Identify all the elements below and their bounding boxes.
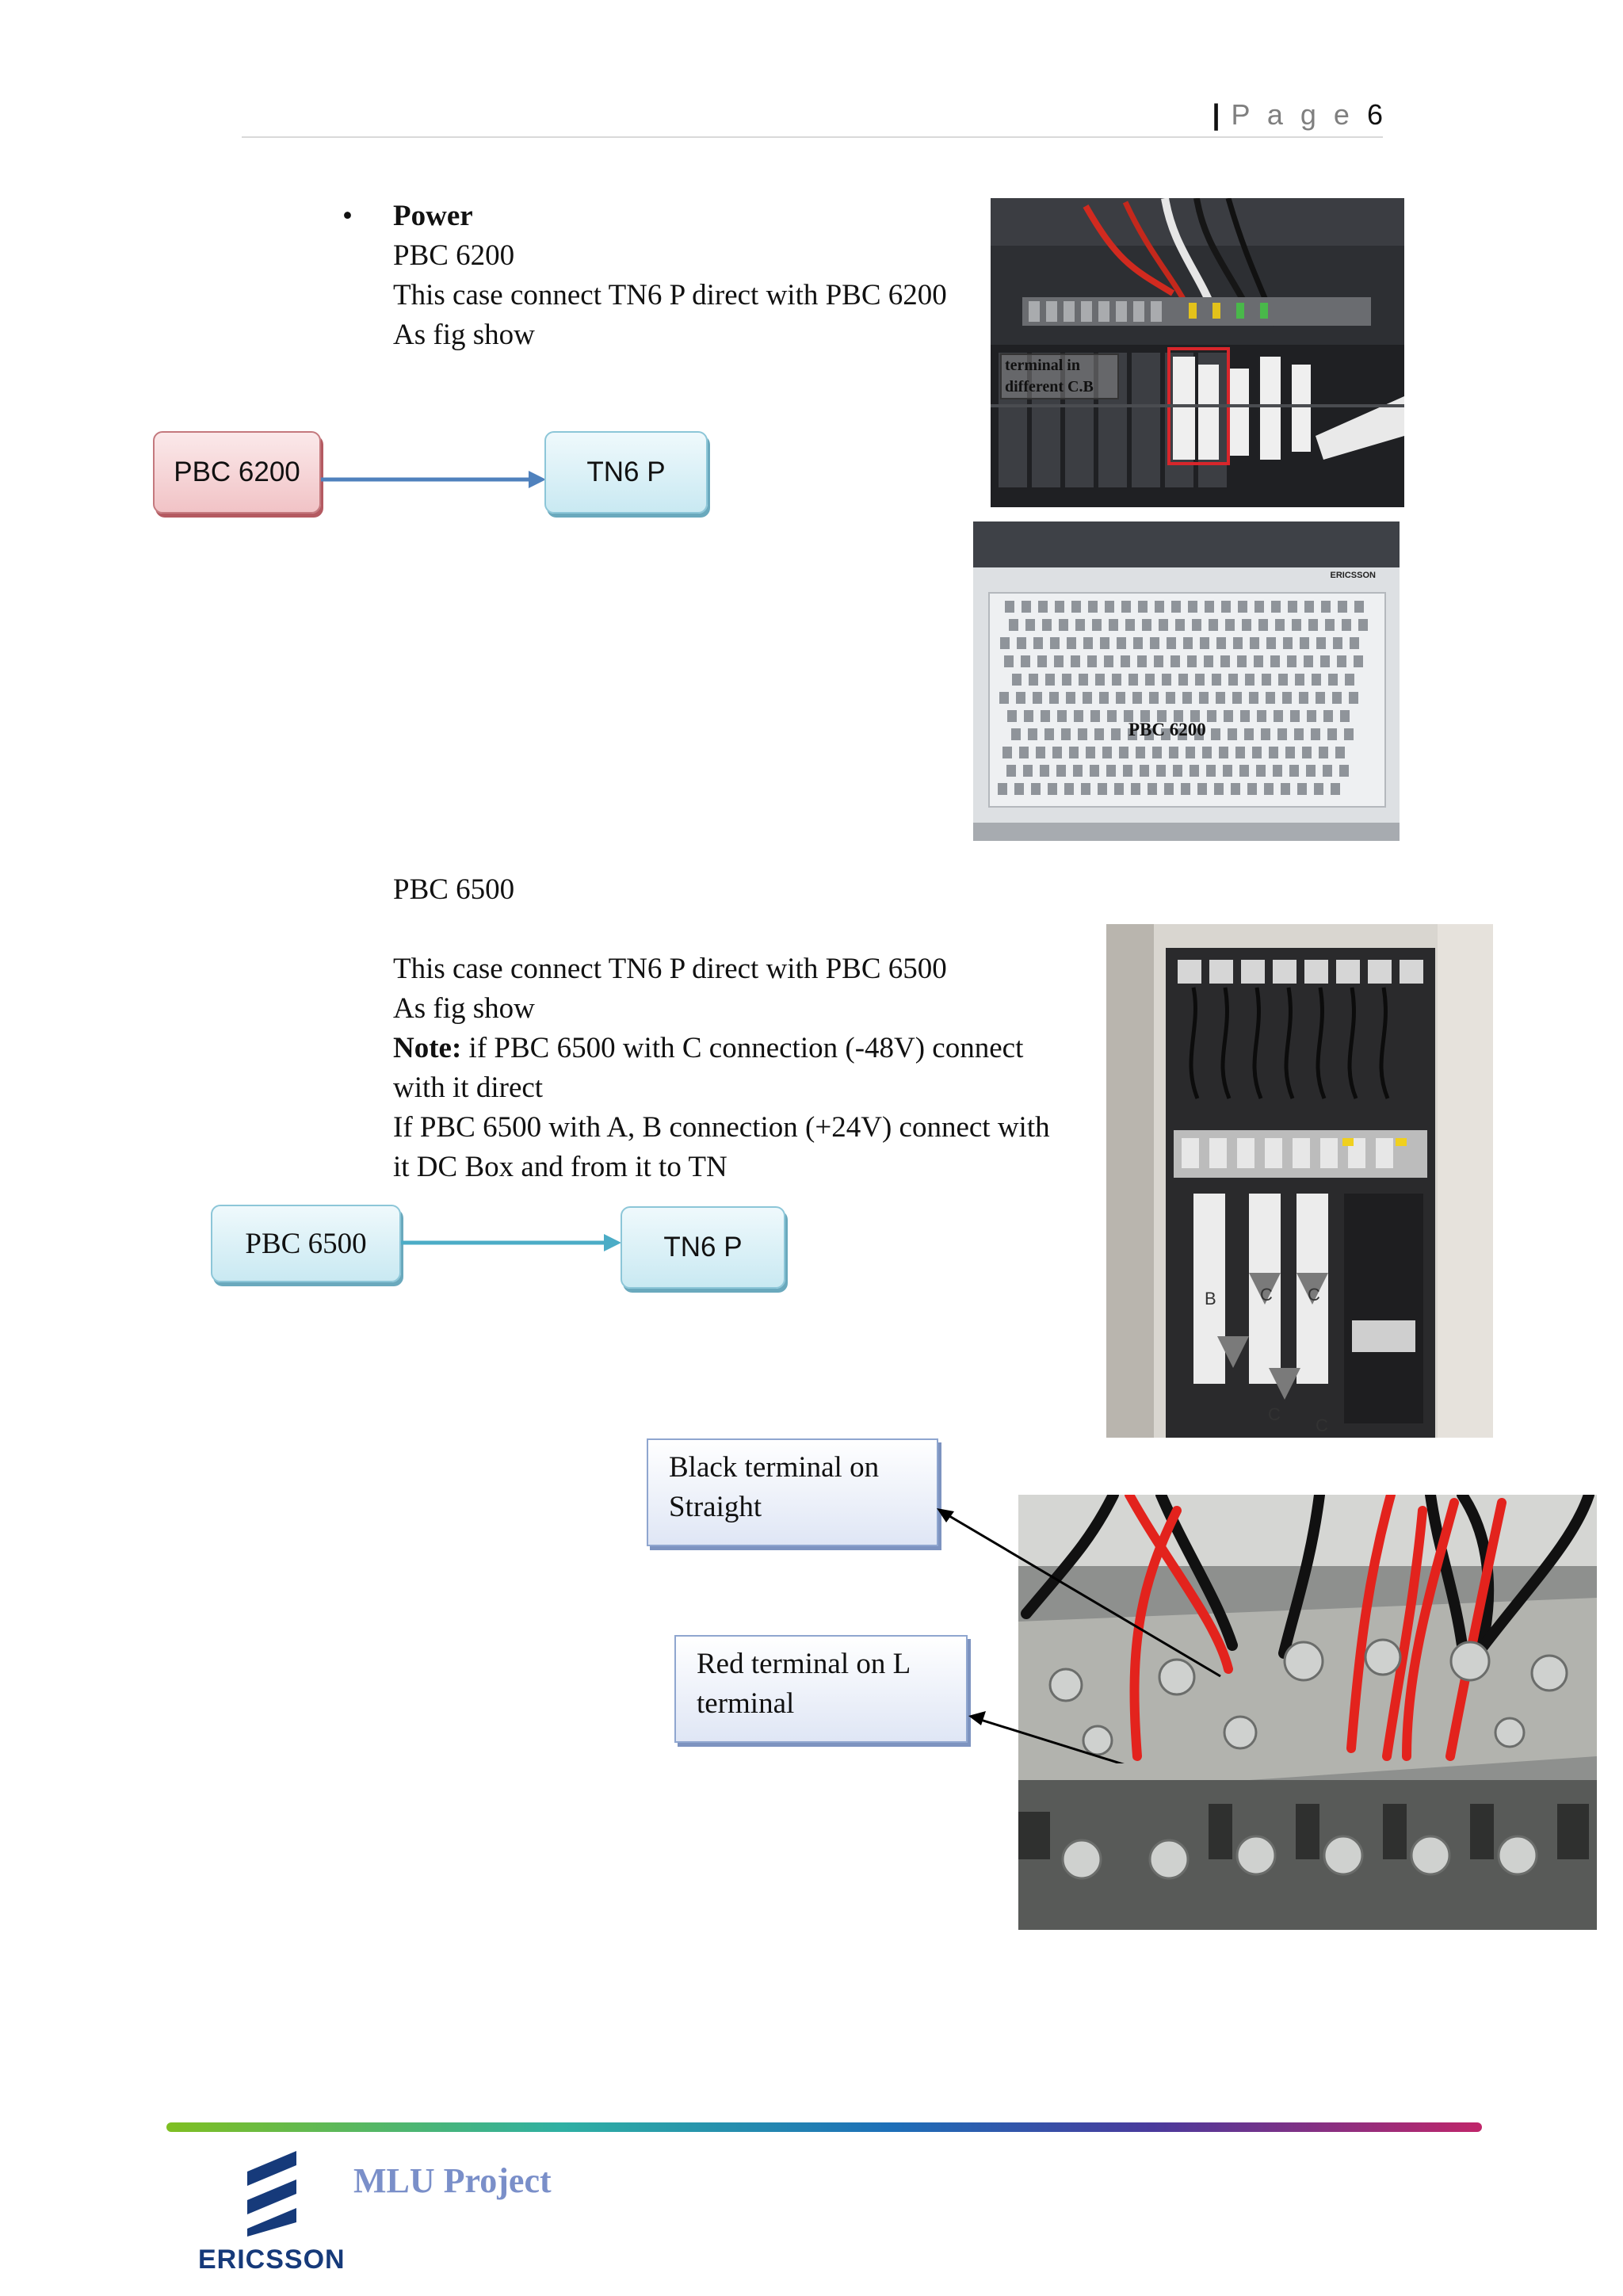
header-divider xyxy=(242,136,1383,138)
module-letter: C xyxy=(1316,1415,1328,1435)
module-letter: C xyxy=(1268,1404,1281,1424)
callout-line: Straight xyxy=(669,1491,762,1523)
photo-circuit-breakers: terminal in different C.B xyxy=(991,198,1404,507)
flow-box-tn6p-2: TN6 P xyxy=(621,1206,785,1289)
module-letter: B xyxy=(1205,1289,1216,1308)
section-heading-power: Power xyxy=(393,200,473,232)
section-heading-pbc6500: PBC 6500 xyxy=(393,873,515,906)
note-label: Note: xyxy=(393,1032,462,1064)
text-line: This case connect TN6 P direct with PBC … xyxy=(393,953,947,985)
flow-box-pbc-6500: PBC 6500 xyxy=(211,1205,401,1282)
flow-box-tn6p: TN6 P xyxy=(544,431,708,514)
footer-project-title: MLU Project xyxy=(353,2161,552,2200)
callout-line: Red terminal on L xyxy=(697,1648,911,1680)
module-letter: C xyxy=(1260,1285,1273,1305)
photo-label-line: terminal in xyxy=(1005,357,1080,374)
footer-gradient-bar xyxy=(166,2122,1482,2132)
flow-box-pbc-6200: PBC 6200 xyxy=(153,431,321,514)
photo-pbc-6200: ERICSSON PBC 6200 xyxy=(973,521,1400,841)
photo-terminals xyxy=(1018,1495,1597,1930)
ericsson-logo-icon xyxy=(247,2151,296,2237)
text-line: If PBC 6500 with A, B connection (+24V) … xyxy=(393,1111,1050,1144)
callout-black-terminal: Black terminal on Straight xyxy=(647,1438,938,1546)
photo-label-pbc6200: PBC 6200 xyxy=(1128,720,1206,739)
photo-pbc-6500-cabinet: B C C C C xyxy=(1106,924,1493,1438)
text-line: it DC Box and from it to TN xyxy=(393,1151,727,1183)
text-line: with it direct xyxy=(393,1072,544,1104)
ericsson-wordmark: ERICSSON xyxy=(198,2244,346,2275)
photo-label-line: different C.B xyxy=(1005,378,1094,395)
callout-line: terminal xyxy=(697,1687,795,1720)
module-letter: C xyxy=(1308,1285,1320,1305)
text-line: As fig show xyxy=(393,992,535,1025)
callout-line: Black terminal on xyxy=(669,1451,880,1484)
callout-pointers xyxy=(937,1508,1221,1763)
text-line: PBC 6200 xyxy=(393,239,515,272)
bullet: • xyxy=(342,200,353,232)
callout-red-terminal: Red terminal on L terminal xyxy=(674,1635,968,1743)
text-line: This case connect TN6 P direct with PBC … xyxy=(393,279,947,311)
note-text: if PBC 6500 with C connection (-48V) con… xyxy=(461,1032,1024,1064)
note-line: Note: if PBC 6500 with C connection (-48… xyxy=(393,1029,1023,1068)
brand-mark: ERICSSON xyxy=(1330,571,1376,580)
flow-arrow xyxy=(401,1234,621,1251)
text-line: As fig show xyxy=(393,319,535,351)
page-number: |P a g e 6 xyxy=(1212,98,1383,131)
flow-arrow xyxy=(321,471,546,488)
